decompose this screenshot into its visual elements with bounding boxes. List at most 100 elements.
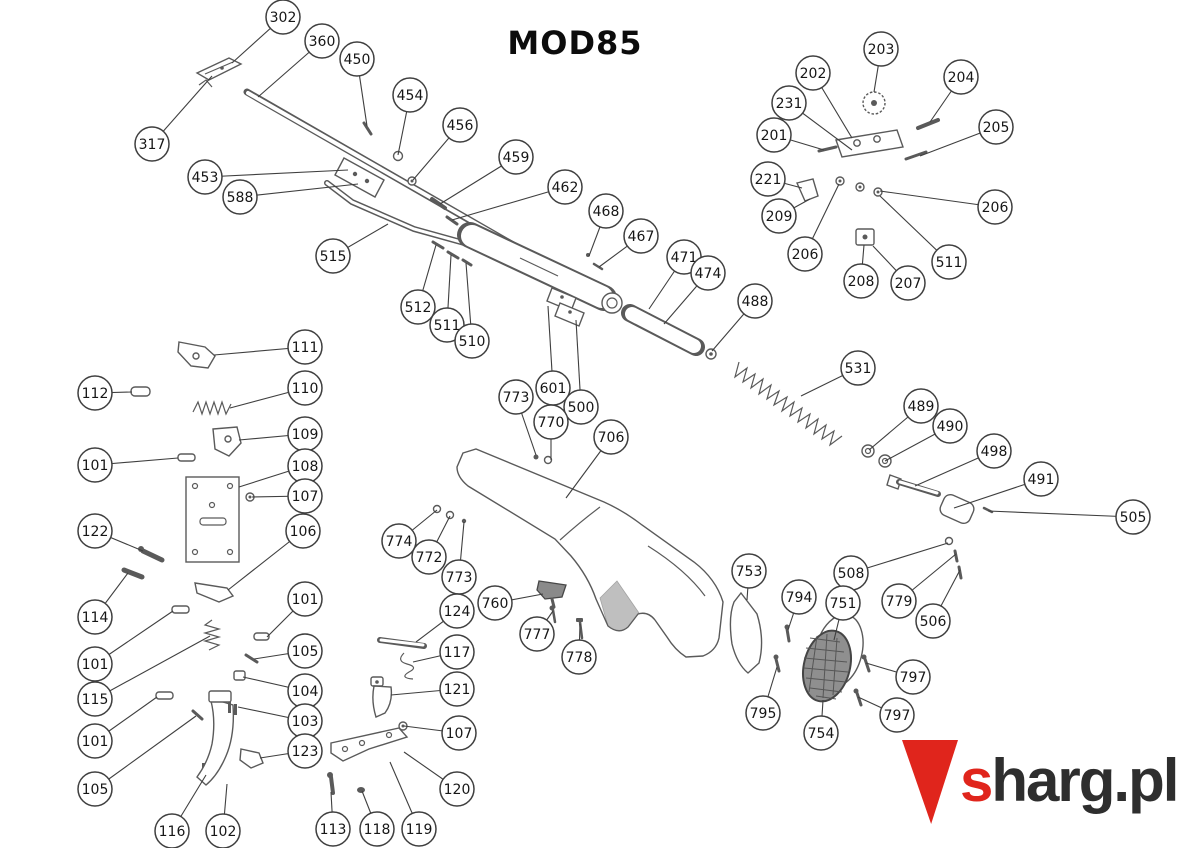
page-title: MOD85	[507, 24, 643, 62]
callout-label: 101	[82, 657, 109, 673]
callout-101: 101	[77, 447, 179, 483]
callout-label: 512	[405, 300, 432, 316]
callout-label: 103	[292, 714, 319, 730]
callout-label: 500	[568, 400, 595, 416]
callout-454: 454	[392, 77, 428, 156]
callout-462: 462	[451, 169, 583, 221]
callout-453: 453	[187, 159, 349, 195]
callout-116: 116	[154, 774, 207, 848]
callout-circle	[533, 404, 569, 440]
callout-label: 101	[292, 592, 319, 608]
callout-circle	[1115, 499, 1151, 535]
callout-label: 221	[755, 172, 782, 188]
callout-label: 753	[736, 564, 763, 580]
callout-label: 116	[159, 824, 186, 840]
callout-124: 124	[415, 593, 475, 643]
callout-label: 120	[444, 782, 471, 798]
callout-label: 506	[920, 614, 947, 630]
callout-label: 515	[320, 249, 347, 265]
callout-772: 772	[411, 515, 451, 575]
receiver-tube-part	[457, 222, 623, 314]
callout-108: 108	[238, 448, 323, 488]
callout-label: 488	[742, 294, 769, 310]
callout-label: 205	[983, 120, 1010, 136]
callout-circle	[750, 161, 786, 197]
callout-label: 113	[320, 822, 347, 838]
callout-circle	[222, 179, 258, 215]
callout-circle	[441, 715, 477, 751]
callout-113: 113	[315, 791, 351, 847]
callout-circle	[315, 238, 351, 274]
leader-line	[94, 715, 197, 790]
callout-circle	[454, 323, 490, 359]
callout-label: 794	[786, 590, 813, 606]
callout-circle	[401, 811, 437, 847]
callout-circle	[1023, 461, 1059, 497]
callout-label: 121	[444, 682, 471, 698]
callout-498: 498	[914, 433, 1012, 487]
callout-121: 121	[390, 671, 475, 707]
callout-456: 456	[412, 107, 478, 181]
rear-sight-assembly	[796, 91, 940, 246]
callout-circle	[477, 585, 513, 621]
callout-773: 773	[498, 379, 537, 456]
callout-label: 106	[290, 524, 317, 540]
callout-circle	[439, 671, 475, 707]
callout-circle	[411, 539, 447, 575]
callout-circle	[787, 236, 823, 272]
callout-label: 231	[776, 96, 803, 112]
grip-cap-part	[729, 591, 763, 674]
callout-label: 101	[82, 458, 109, 474]
callout-circle	[825, 585, 861, 621]
callout-circle	[439, 593, 475, 629]
leader-line	[239, 183, 359, 198]
callout-label: 105	[292, 644, 319, 660]
callout-label: 201	[761, 128, 788, 144]
callout-117: 117	[412, 634, 475, 670]
callout-101: 101	[77, 610, 174, 682]
callout-circle	[737, 283, 773, 319]
callout-label: 505	[1120, 510, 1147, 526]
callout-label: 467	[628, 229, 655, 245]
mainspring-part	[733, 361, 843, 447]
leader-line	[94, 635, 211, 700]
callout-circle	[285, 513, 321, 549]
scope-rail-part	[195, 57, 243, 88]
callout-circle	[77, 599, 113, 635]
callout-circle	[690, 255, 726, 291]
callout-label: 108	[292, 459, 319, 475]
callout-label: 454	[397, 88, 424, 104]
callout-circle	[265, 0, 301, 35]
callout-circle	[840, 350, 876, 386]
callout-459: 459	[439, 139, 534, 205]
callout-label: 119	[406, 822, 433, 838]
breech-block-part	[334, 157, 385, 198]
callout-450: 450	[339, 41, 375, 127]
callout-label: 462	[552, 180, 579, 196]
callout-circle	[881, 583, 917, 619]
callout-circle	[803, 715, 839, 751]
callout-circle	[795, 55, 831, 91]
callout-circle	[287, 581, 323, 617]
callout-circle	[287, 633, 323, 669]
callout-778: 778	[561, 623, 597, 675]
callout-label: 115	[82, 692, 109, 708]
callout-797: 797	[857, 696, 915, 733]
trigger-group-parts	[121, 341, 270, 786]
callout-circle	[498, 379, 534, 415]
callout-302: 302	[231, 0, 301, 64]
callout-203: 203	[863, 31, 899, 93]
callout-751: 751	[825, 585, 861, 641]
callout-circle	[976, 433, 1012, 469]
callout-label: 107	[292, 489, 319, 505]
callout-label: 474	[695, 266, 722, 282]
callout-221: 221	[750, 161, 803, 197]
callout-490: 490	[884, 408, 968, 462]
callout-label: 204	[948, 70, 975, 86]
callout-label: 797	[884, 708, 911, 724]
callout-label: 471	[671, 250, 698, 266]
callout-label: 498	[981, 444, 1008, 460]
callout-circle	[895, 659, 931, 695]
